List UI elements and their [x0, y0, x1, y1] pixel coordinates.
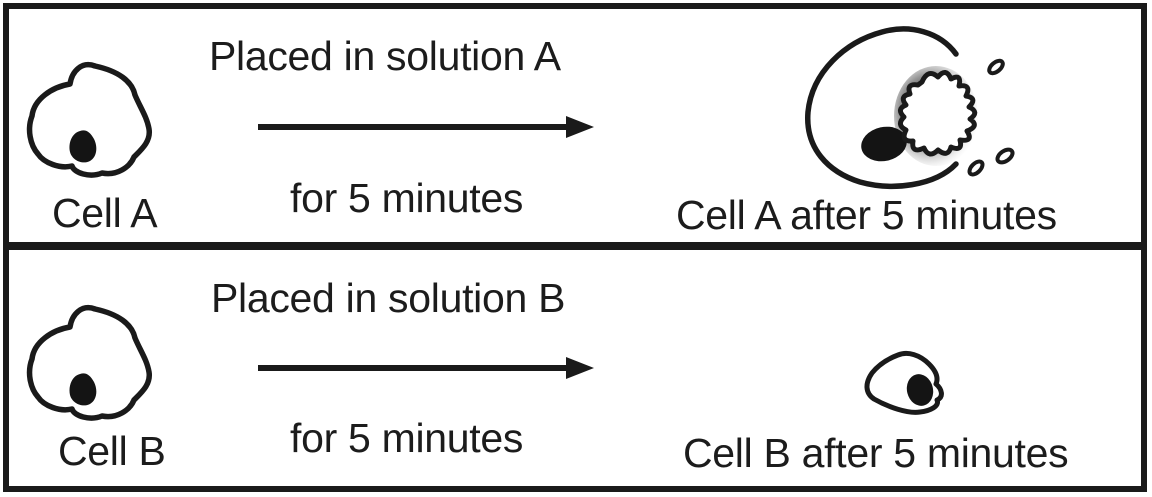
- droplet: [967, 159, 985, 177]
- cell-a-after-label: Cell A after 5 minutes: [676, 192, 1057, 238]
- arrow-head: [566, 357, 594, 379]
- solution-a-caption: Placed in solution A: [209, 33, 561, 79]
- arrow-shaft: [258, 124, 572, 130]
- cell-b-nucleus: [69, 373, 97, 406]
- cell-b-after-label: Cell B after 5 minutes: [683, 430, 1069, 476]
- cell-b-label: Cell B: [58, 428, 166, 474]
- arrow-shaft: [258, 365, 572, 371]
- cell-a-label: Cell A: [52, 190, 158, 236]
- cell-b-after-nucleus: [906, 374, 934, 406]
- cell-b-drawing: [26, 305, 153, 421]
- cell-a-after-nucleus: [861, 126, 907, 162]
- cell-a-burst-drawing: [805, 26, 1015, 189]
- cell-a-drawing: [26, 62, 153, 178]
- duration-b-caption: for 5 minutes: [290, 415, 524, 461]
- duration-a-caption: for 5 minutes: [290, 175, 524, 221]
- solution-b-caption: Placed in solution B: [211, 275, 566, 321]
- burst-splash: [898, 70, 978, 157]
- droplet: [995, 147, 1015, 165]
- cell-a-nucleus: [69, 130, 97, 163]
- cell-b-shrunken-drawing: [864, 350, 944, 415]
- panel-divider-line: [3, 242, 1147, 250]
- droplet: [987, 58, 1005, 76]
- arrow-head: [566, 116, 594, 138]
